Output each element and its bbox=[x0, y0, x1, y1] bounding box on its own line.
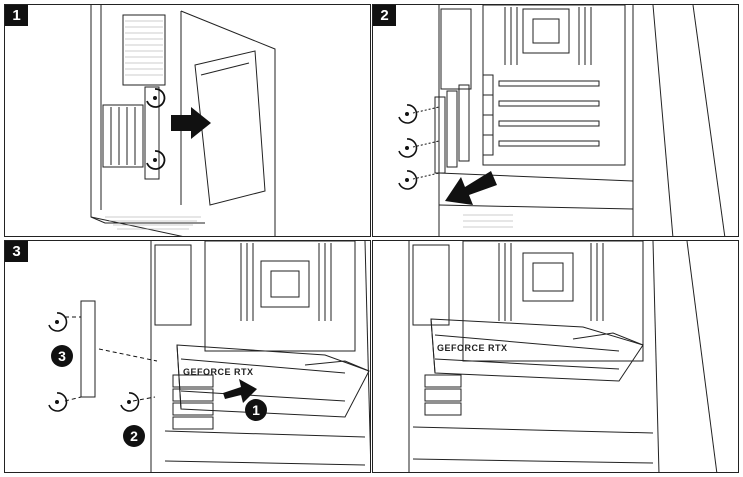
arrow-insert-icon bbox=[223, 379, 257, 403]
step-3-number: 3 bbox=[5, 241, 28, 262]
step-2-illustration bbox=[398, 5, 726, 236]
callout-1: 1 bbox=[245, 399, 267, 421]
callout-3: 3 bbox=[51, 345, 73, 367]
gpu-brand-label: GEFORCE RTX bbox=[437, 343, 508, 353]
step-3-panel: 3 bbox=[4, 240, 371, 473]
screw-rotate-icon bbox=[398, 104, 418, 190]
gpu-brand-label: GEFORCE RTX bbox=[183, 367, 254, 377]
step-2-number: 2 bbox=[373, 5, 396, 26]
step-1-illustration bbox=[90, 5, 276, 236]
arrow-down-left-icon bbox=[445, 171, 497, 205]
callout-2: 2 bbox=[123, 425, 145, 447]
screw-rotate-icon bbox=[48, 312, 140, 412]
step-4-illustration: GEFORCE RTX bbox=[408, 241, 718, 472]
step-1-panel: 1 bbox=[4, 4, 371, 237]
step-2-panel: 2 bbox=[372, 4, 739, 237]
screw-rotate-icon bbox=[146, 88, 166, 170]
step-3-illustration: GEFORCE RTX bbox=[48, 241, 370, 472]
step-4-panel: GEFORCE RTX bbox=[372, 240, 739, 473]
step-1-number: 1 bbox=[5, 5, 28, 26]
arrow-right-icon bbox=[171, 107, 211, 139]
